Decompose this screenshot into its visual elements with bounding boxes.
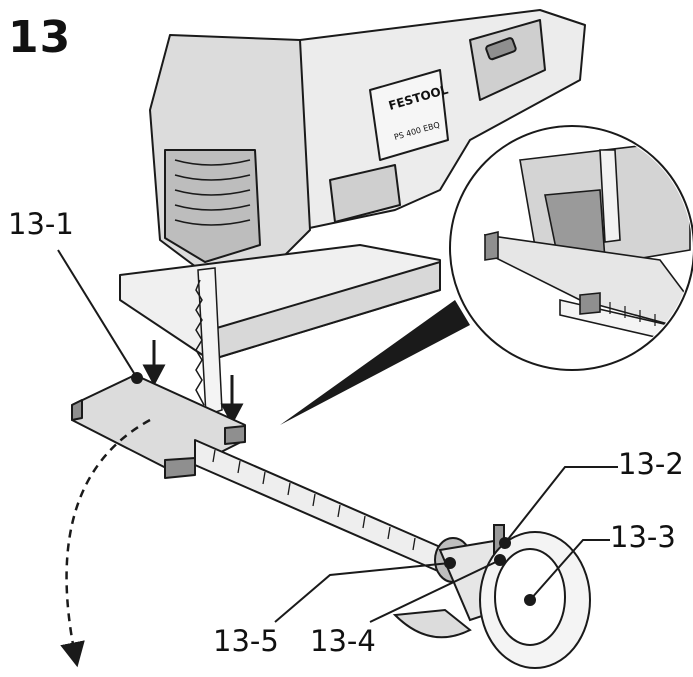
callout-13-1: 13-1 xyxy=(8,207,74,241)
callout-13-2: 13-2 xyxy=(618,447,684,481)
callout-13-4: 13-4 xyxy=(310,624,376,658)
magnify-beam xyxy=(280,300,470,425)
leader-13-4 xyxy=(369,559,501,623)
figure-number: 13 xyxy=(8,12,72,63)
leader-13-4-dot xyxy=(494,554,506,566)
jigsaw-body xyxy=(119,9,586,361)
leader-13-1-dot xyxy=(131,372,143,384)
saw-blade xyxy=(195,267,223,417)
leader-13-1 xyxy=(57,249,138,379)
leader-13-5-dot xyxy=(444,557,456,569)
leader-13-3 xyxy=(529,539,610,601)
callout-13-3: 13-3 xyxy=(610,520,676,554)
callout-leaders xyxy=(57,249,618,623)
callout-13-5: 13-5 xyxy=(213,624,279,658)
leader-13-3-dot xyxy=(524,594,536,606)
leader-13-2 xyxy=(504,466,618,544)
detail-magnifier xyxy=(449,125,693,371)
leader-13-2-dot xyxy=(499,537,511,549)
switch-icon xyxy=(485,37,517,61)
swing-arrow xyxy=(60,418,151,668)
insert-arrows xyxy=(142,340,244,426)
circle-cutter-rail xyxy=(71,374,471,586)
leader-13-5 xyxy=(274,562,451,623)
